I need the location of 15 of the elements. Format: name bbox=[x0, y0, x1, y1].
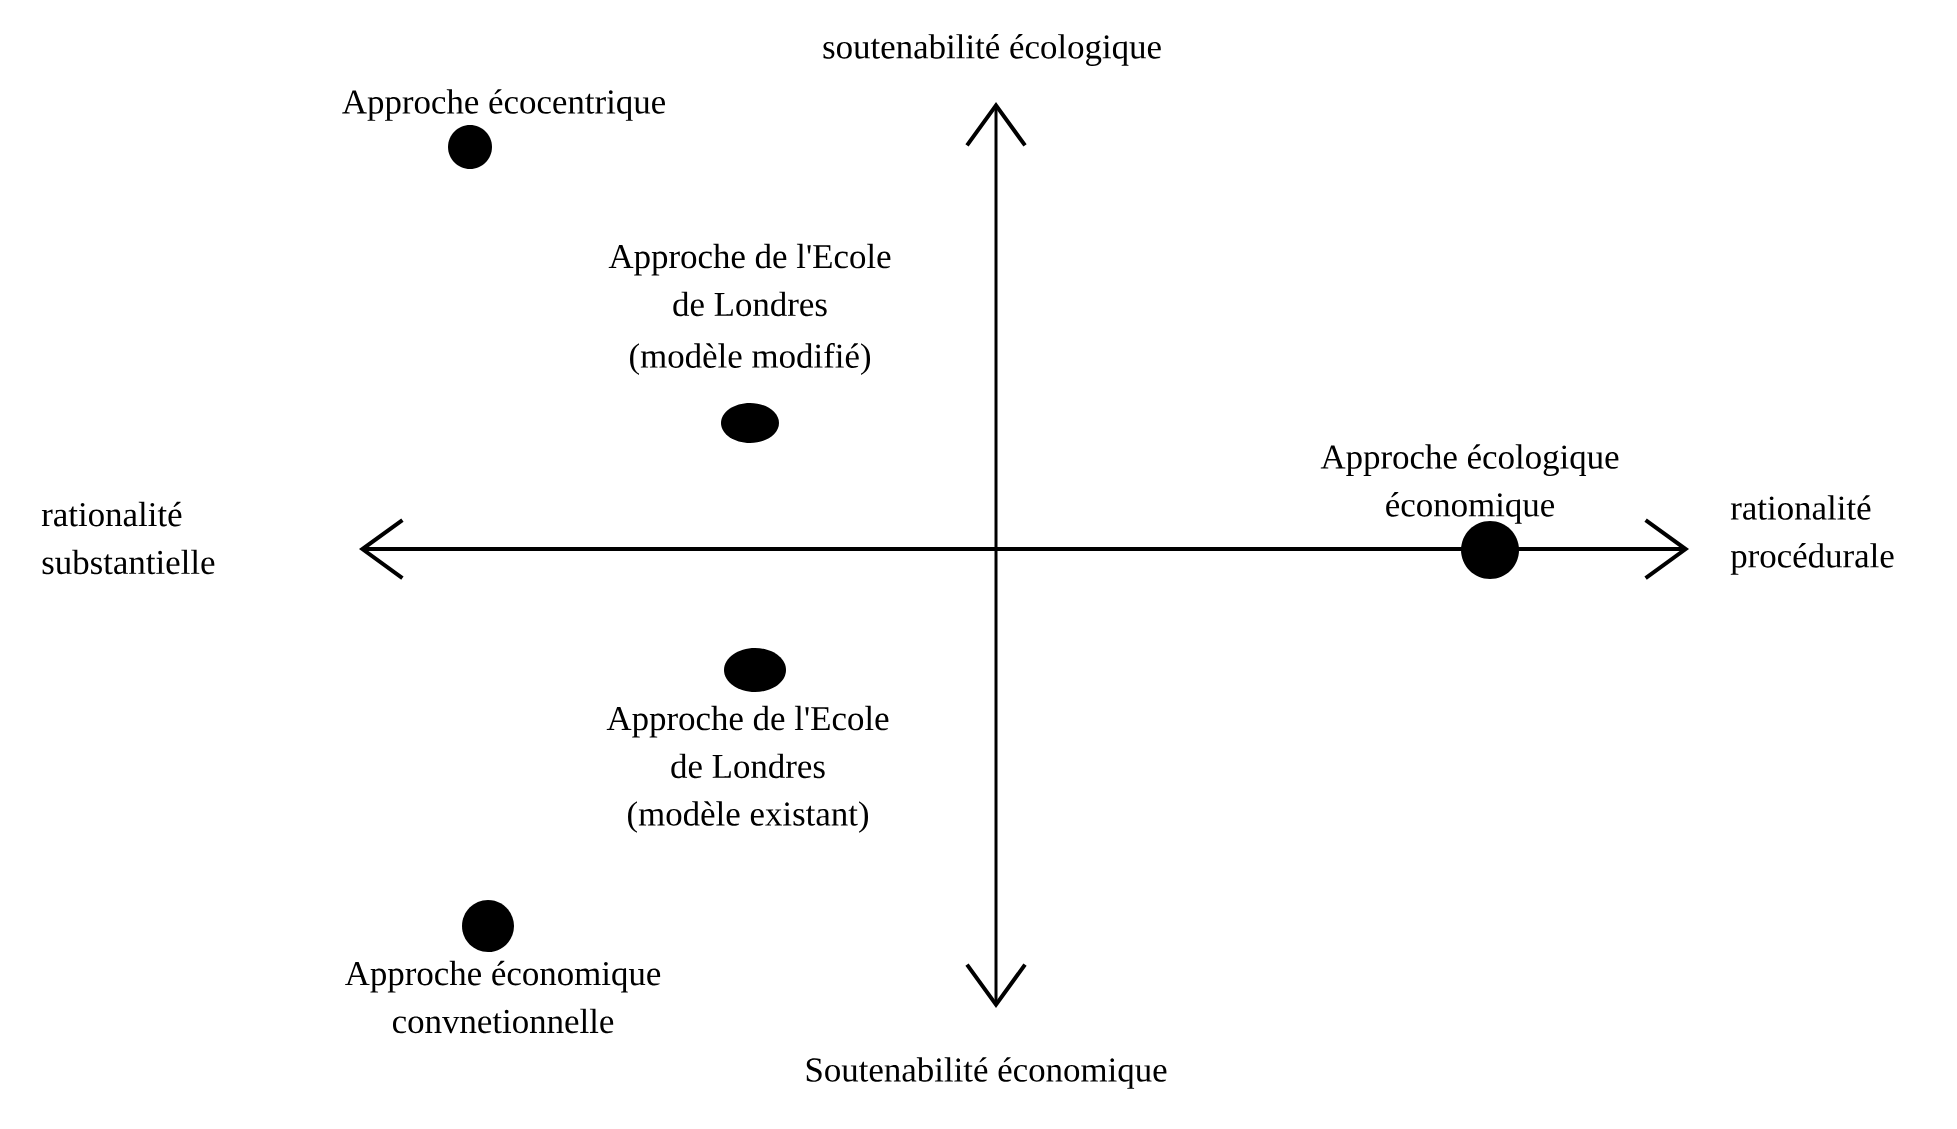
point-label: Approche écologique économique bbox=[1320, 444, 1619, 524]
dot bbox=[721, 403, 779, 443]
point-label: Approche de l'Ecole de Londres bbox=[608, 243, 891, 317]
dot bbox=[448, 125, 492, 169]
axis-label: rationalité substantielle bbox=[41, 501, 215, 575]
point-label: Approche écocentrique bbox=[342, 89, 665, 121]
axis-label: soutenabilité écologique bbox=[823, 34, 1161, 66]
axis-label: rationalité procédurale bbox=[1730, 495, 1894, 575]
point-label: (modèle modifié) bbox=[630, 343, 871, 375]
point-label: Approche de l'Ecole de Londres bbox=[606, 705, 889, 779]
dot bbox=[724, 648, 786, 692]
axis-label: Soutenabilité économique bbox=[806, 1057, 1167, 1089]
point-label: (modèle existant) bbox=[628, 801, 869, 833]
point-label: Approche économique convnetionnelle bbox=[345, 960, 661, 1034]
dot bbox=[462, 900, 514, 952]
